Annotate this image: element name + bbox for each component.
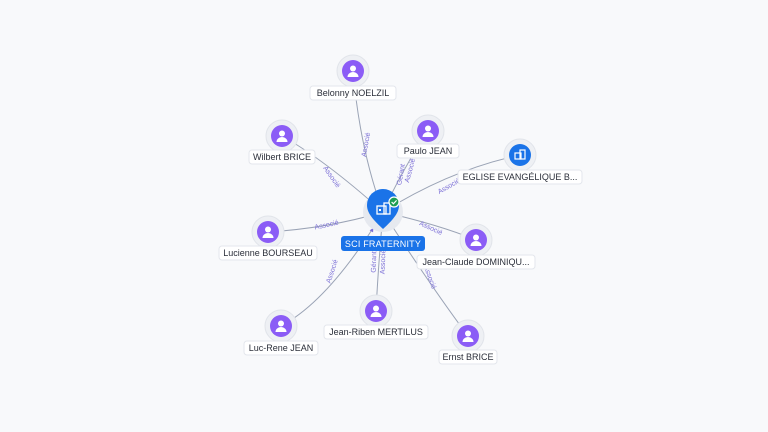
node-jeanriben[interactable]: Jean-Riben MERTILUS	[323, 294, 429, 340]
person-icon	[347, 65, 359, 77]
person-icon	[276, 130, 288, 142]
node-label-box	[248, 149, 316, 165]
node-label-box	[323, 324, 429, 340]
node-paulo[interactable]: Paulo JEAN	[396, 114, 460, 159]
node-label-box	[218, 245, 318, 261]
person-icon	[470, 234, 482, 246]
node-label: Belonny NOELZIL	[317, 88, 390, 98]
node-label: Wilbert BRICE	[253, 152, 311, 162]
person-icon	[422, 125, 434, 137]
node-label-box	[396, 143, 460, 159]
node-wilbert[interactable]: Wilbert BRICE	[248, 119, 316, 165]
node-jeanclaude[interactable]: Jean-Claude DOMINIQU...	[416, 223, 536, 270]
edge-ernst: Associé	[382, 211, 469, 337]
edge-label: Associé	[325, 259, 339, 285]
person-icon	[462, 330, 474, 342]
node-eglise[interactable]: EGLISE EVANGÉLIQUE B...	[457, 138, 583, 185]
center-label-box	[341, 236, 425, 251]
edge-label: Gérant	[371, 251, 379, 273]
node-label: Jean-Riben MERTILUS	[329, 327, 423, 337]
building-icon	[376, 202, 391, 215]
node-label: Jean-Claude DOMINIQU...	[422, 257, 529, 267]
node-label-box	[438, 349, 498, 365]
edge-label: Associé	[418, 220, 443, 237]
node-label: EGLISE EVANGÉLIQUE B...	[463, 172, 578, 182]
edge-label: Gérant	[396, 164, 407, 186]
building-icon	[514, 149, 526, 160]
node-label: Lucienne BOURSEAU	[223, 248, 313, 258]
edge-label: Associé	[380, 249, 388, 274]
center-label: SCI FRATERNITY	[345, 239, 421, 249]
node-label: Ernst BRICE	[442, 352, 493, 362]
edge-label: Associé	[404, 158, 417, 184]
node-label: Luc-Rene JEAN	[249, 343, 314, 353]
node-lucienne[interactable]: Lucienne BOURSEAU	[218, 215, 318, 261]
node-label-box	[416, 254, 536, 270]
person-icon	[262, 226, 274, 238]
person-icon	[370, 305, 382, 317]
nodes-layer: Belonny NOELZIL Paulo JEAN EGLISE EVANGÉLI…	[218, 54, 583, 365]
person-icon	[275, 320, 287, 332]
edge-arrow	[369, 227, 374, 233]
verified-check-icon	[388, 196, 400, 208]
edge-label: Associé	[361, 132, 372, 157]
edge-label: Associé	[314, 220, 340, 232]
node-label-box	[309, 85, 397, 101]
node-label: Paulo JEAN	[404, 146, 453, 156]
node-lucrene[interactable]: Luc-Rene JEAN	[243, 309, 319, 356]
center-node[interactable]: SCI FRATERNITY	[341, 189, 425, 251]
node-belonny[interactable]: Belonny NOELZIL	[309, 54, 397, 101]
node-ernst[interactable]: Ernst BRICE	[438, 319, 498, 365]
node-label-box	[457, 169, 583, 185]
node-label-box	[243, 340, 319, 356]
